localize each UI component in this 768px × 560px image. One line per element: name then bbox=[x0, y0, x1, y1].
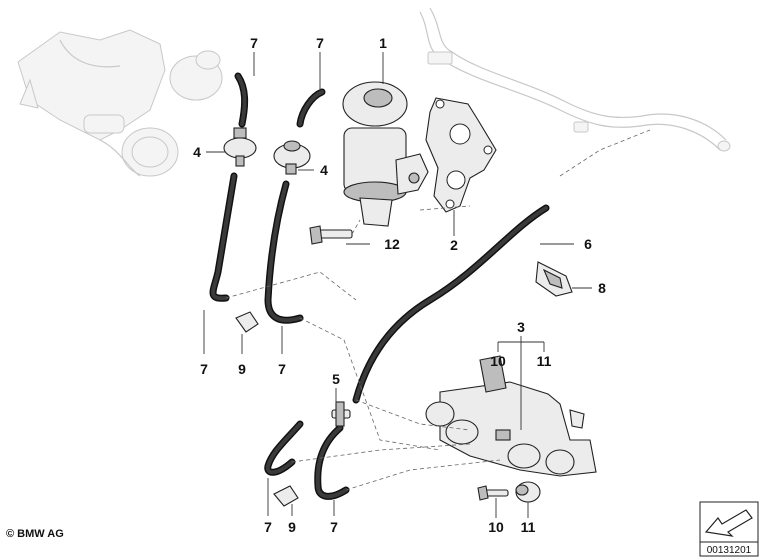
callout-9: 9 bbox=[238, 361, 246, 377]
callout-7: 7 bbox=[250, 35, 258, 51]
callout-labels: 7 7 1 4 4 2 6 8 12 7 9 7 3 10 11 5 7 9 7… bbox=[193, 35, 606, 535]
grommet-part-11 bbox=[515, 481, 541, 503]
callout-7: 7 bbox=[278, 361, 286, 377]
callout-11: 11 bbox=[521, 519, 536, 535]
callout-4: 4 bbox=[320, 162, 328, 178]
clip-part-8 bbox=[535, 261, 573, 297]
clip-part-9-lower bbox=[273, 485, 299, 507]
assembly-dashed-lines bbox=[225, 129, 651, 491]
callout-2: 2 bbox=[450, 237, 458, 253]
callout-7: 7 bbox=[316, 35, 324, 51]
callout-4: 4 bbox=[193, 144, 201, 160]
direction-arrow-icon bbox=[699, 501, 759, 543]
bolt-part-10 bbox=[477, 485, 509, 501]
callout-7: 7 bbox=[200, 361, 208, 377]
callout-10: 10 bbox=[488, 519, 504, 535]
clip-part-9-upper bbox=[235, 311, 259, 333]
hose-part-6 bbox=[352, 204, 550, 404]
callout-10: 10 bbox=[490, 353, 506, 369]
copyright-text: © BMW AG bbox=[6, 528, 64, 540]
callout-5: 5 bbox=[332, 371, 340, 387]
callout-12: 12 bbox=[384, 236, 400, 252]
solenoid-valve-assembly-part-3 bbox=[425, 355, 597, 477]
valve-part-1 bbox=[342, 81, 429, 227]
connector-part-5 bbox=[331, 401, 351, 427]
callout-3: 3 bbox=[517, 319, 525, 335]
document-number: 00131201 bbox=[707, 545, 752, 556]
bolt-part-12 bbox=[309, 225, 353, 245]
callout-7: 7 bbox=[264, 519, 272, 535]
ghost-secondary-air-pipe bbox=[419, 7, 731, 152]
callout-9: 9 bbox=[288, 519, 296, 535]
callout-1: 1 bbox=[379, 35, 387, 51]
gasket-part-2 bbox=[425, 97, 497, 213]
ghost-intake-manifold bbox=[17, 29, 223, 177]
callout-11: 11 bbox=[537, 353, 552, 369]
hoses-part-7 bbox=[209, 72, 350, 500]
callout-7: 7 bbox=[330, 519, 338, 535]
leader-lines bbox=[203, 52, 592, 518]
callout-8: 8 bbox=[598, 280, 606, 296]
document-number-box bbox=[699, 541, 759, 557]
check-valve-part-4-left bbox=[223, 127, 257, 167]
check-valve-part-4-right bbox=[273, 140, 311, 175]
callout-6: 6 bbox=[584, 236, 592, 252]
